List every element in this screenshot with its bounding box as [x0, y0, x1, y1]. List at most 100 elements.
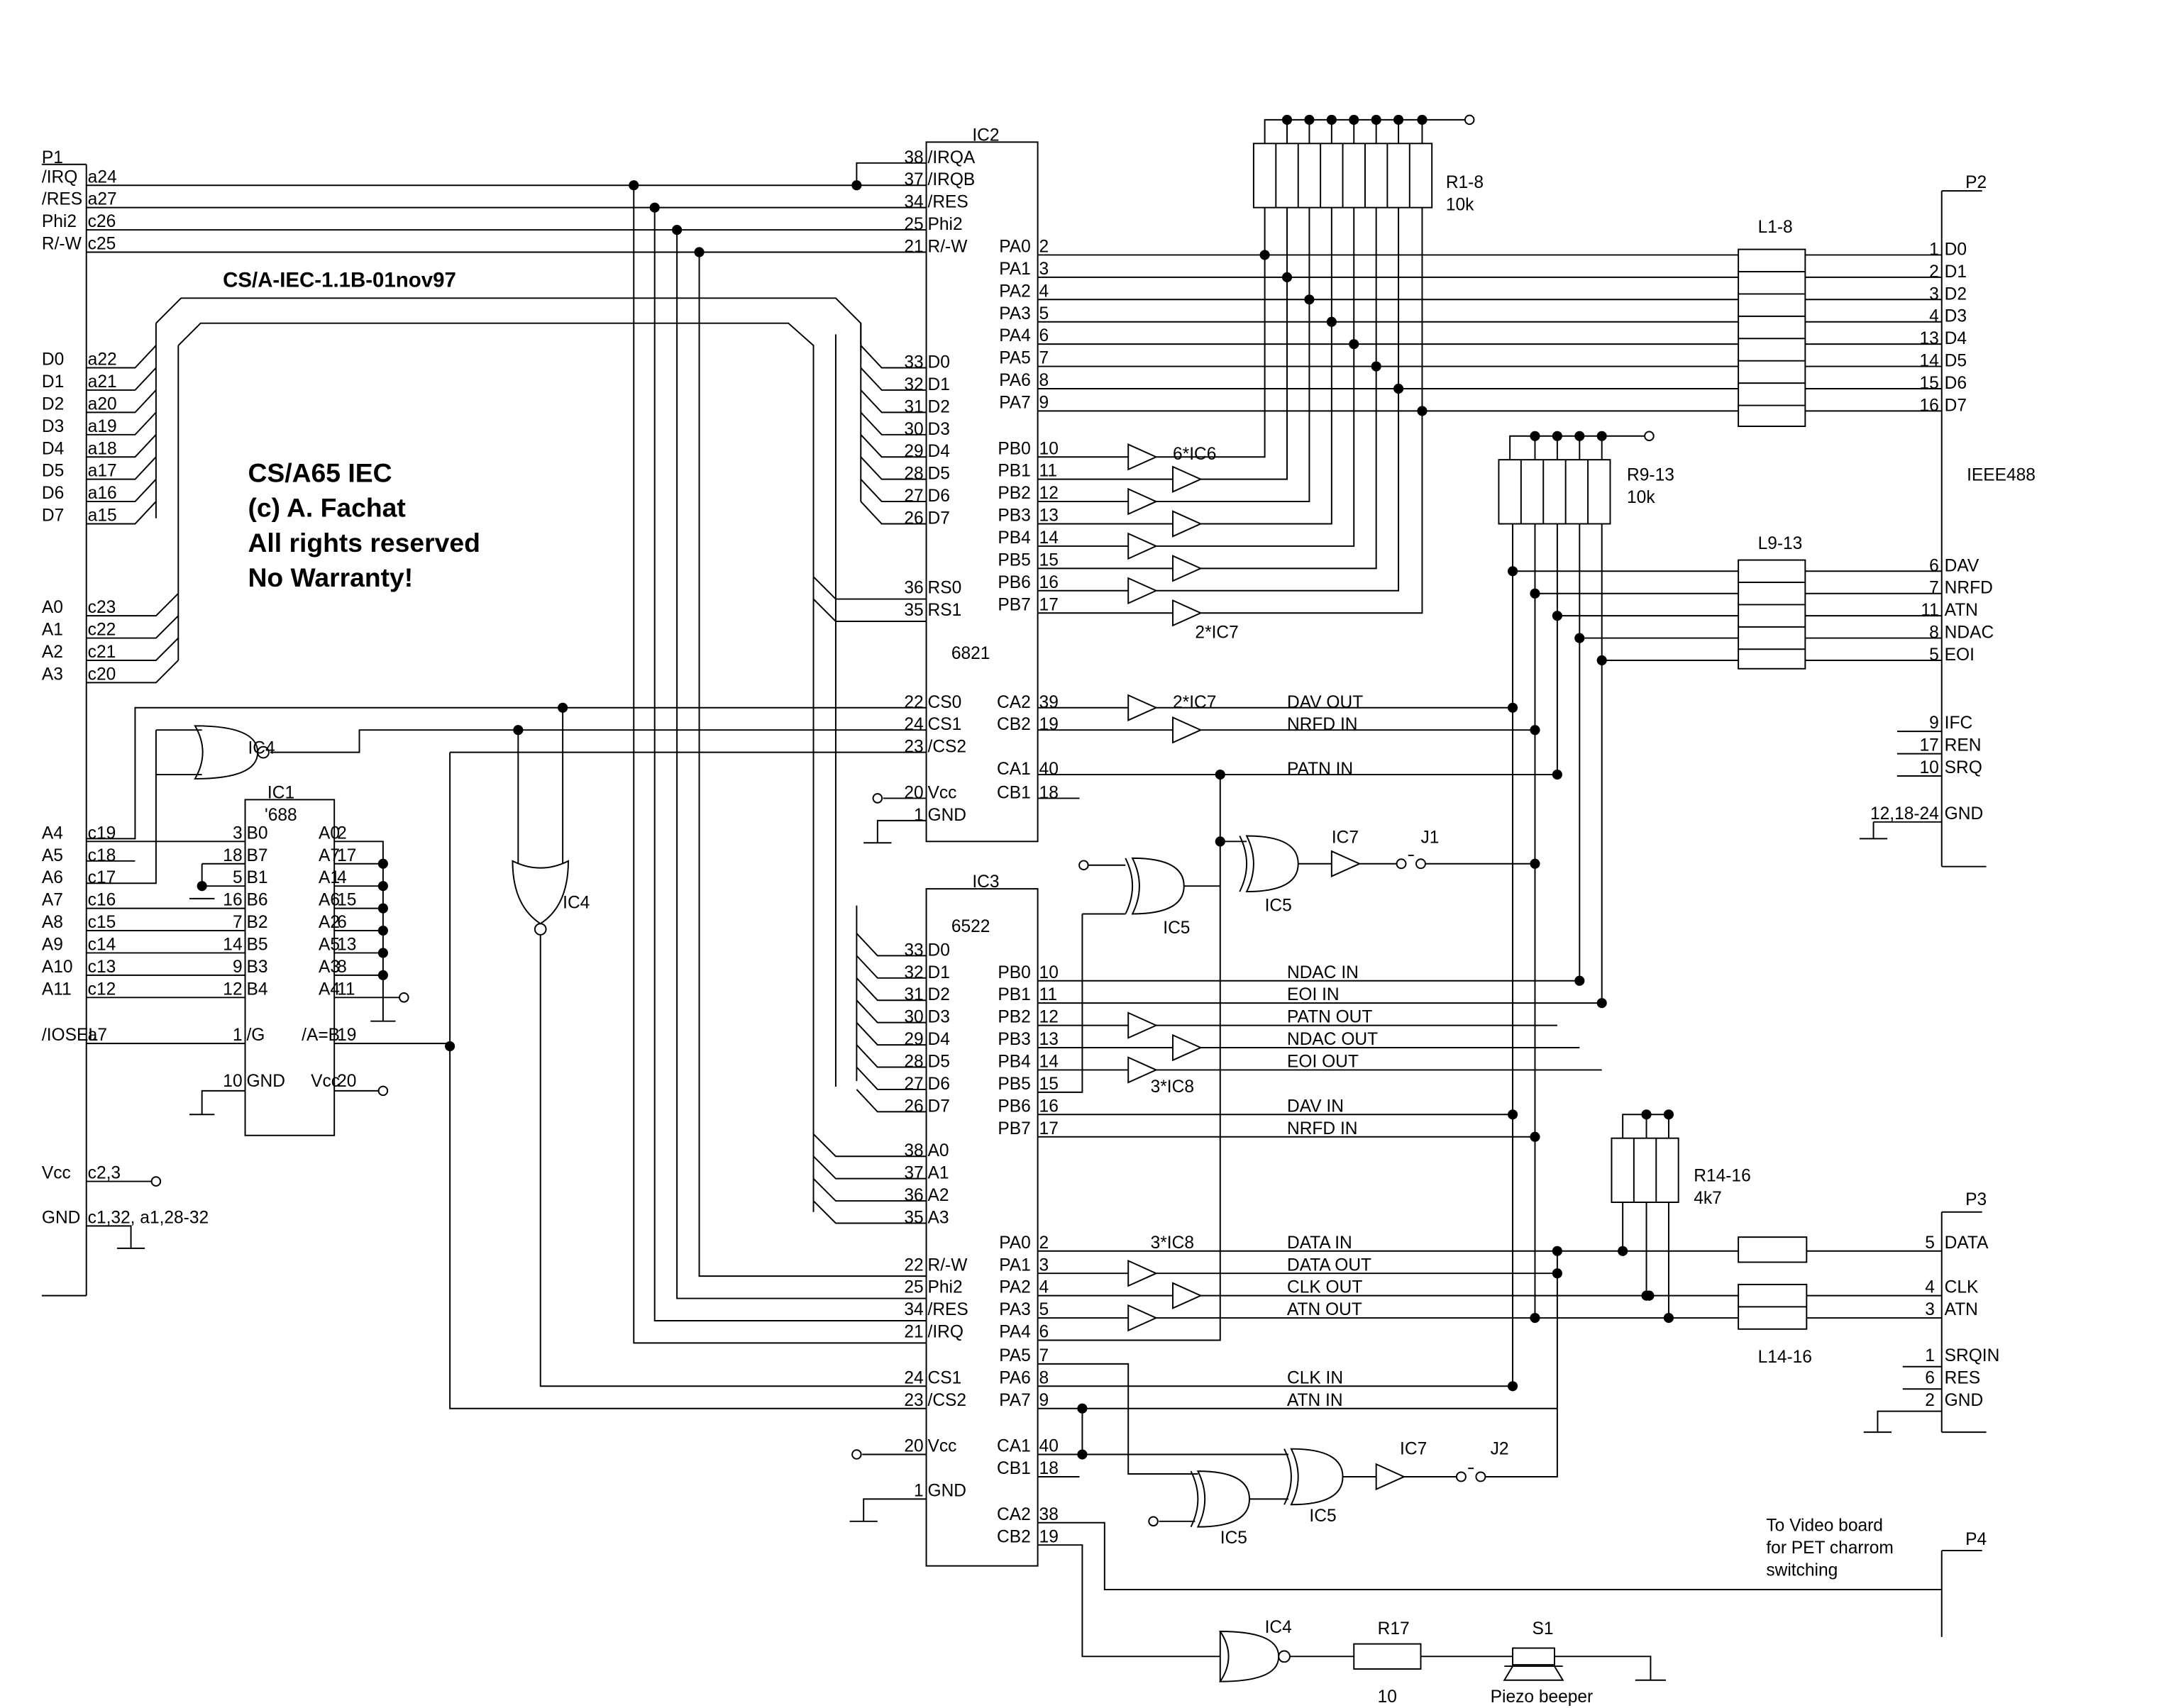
pin-number: 17 [1039, 595, 1059, 614]
pin-name: Vcc [928, 783, 957, 802]
junction-dot [1641, 1109, 1652, 1120]
ic3-data-tap [856, 933, 927, 957]
a4-to-cs0 [86, 706, 927, 840]
pin-number: 36 [904, 579, 923, 598]
pin-name: Phi2 [928, 215, 963, 234]
p1-pin-label: a16 [88, 484, 117, 503]
r9-13-pack [1498, 459, 1611, 525]
pin-name: A5 [319, 936, 340, 955]
terminal-circle [1455, 1471, 1467, 1482]
pin-name: B1 [246, 868, 267, 887]
pin-name: PA4 [999, 326, 1031, 345]
p1-pin-label: a24 [88, 167, 117, 187]
p4-note: switching [1766, 1560, 1838, 1580]
p2-pin-sig: DAV [1945, 556, 1979, 575]
p1-signal-label: Phi2 [42, 212, 77, 231]
data-bus-tap [86, 367, 157, 391]
pin-number: 38 [1039, 1505, 1059, 1524]
pin-number: 19 [1039, 715, 1059, 734]
pin-number: 20 [904, 783, 923, 802]
p1-pin-label: c19 [88, 824, 116, 843]
net-label: NRFD IN [1287, 715, 1357, 734]
p1-signal-label: A5 [42, 846, 63, 865]
junction-dot [445, 1041, 455, 1052]
pin-number: 10 [1039, 439, 1059, 458]
pb-pullup [1200, 207, 1332, 525]
p1-signal-label: D4 [42, 439, 64, 458]
ic2-data-tap [860, 434, 927, 458]
junction-dot [377, 881, 388, 892]
pin-number: 14 [1039, 1053, 1059, 1072]
r1-8-value: 10k [1446, 196, 1474, 215]
ic5-label: IC5 [1163, 919, 1190, 938]
xor-gate-icon [1290, 1448, 1344, 1506]
pin-name: D1 [928, 963, 950, 982]
pin-number: 12 [1039, 1008, 1059, 1027]
pin-name: A0 [928, 1141, 949, 1160]
terminal-circle [851, 1449, 862, 1460]
pin-number: 5 [233, 868, 243, 887]
ca2-to-p4 [1037, 1521, 1942, 1591]
p1-pin-label: a22 [88, 350, 117, 370]
pb-pullup [1156, 207, 1355, 547]
wire [1037, 914, 1083, 1093]
p1-signal-label: /IRQ [42, 167, 77, 187]
address-bus-tap [86, 660, 179, 684]
p2-pin-num: 6 [1929, 556, 1939, 575]
pin-number: 12 [223, 980, 242, 999]
ic3-data-tap [856, 1021, 927, 1046]
pin-number: 14 [1039, 528, 1059, 548]
parts [194, 141, 1808, 1682]
pin-number: 8 [1039, 371, 1049, 390]
ic3-box [925, 888, 1039, 1567]
pin-name: D5 [928, 1053, 950, 1072]
p2-pin-num: 2 [1929, 262, 1939, 282]
pin-number: 31 [904, 397, 923, 416]
pin-name: D2 [928, 985, 950, 1004]
ic4-nor-gate-icon [194, 725, 259, 780]
pin-name: B5 [246, 936, 267, 955]
pin-number: 27 [904, 1075, 923, 1094]
s1-ref: S1 [1533, 1619, 1554, 1638]
p1-signal-label: A8 [42, 913, 63, 932]
p1-signal-label: A0 [42, 598, 63, 617]
ic3-ref: IC3 [972, 872, 999, 892]
p2-pin-num: 16 [1920, 396, 1939, 415]
address-bus-tap [86, 637, 179, 661]
p1-ref: P1 [42, 148, 63, 167]
junction-dot [377, 948, 388, 958]
xor-gate-back-curve [1190, 1470, 1199, 1528]
buffer-gate-icon [1172, 716, 1203, 744]
ic7-ca-label: 2*IC7 [1173, 693, 1216, 712]
p2-pin-sig: NRFD [1945, 579, 1993, 598]
data-bus-tap [86, 389, 157, 414]
ic6-label: 6*IC6 [1173, 445, 1216, 464]
pin-name: /RES [928, 1300, 968, 1319]
pin-name: CA1 [997, 1437, 1031, 1456]
ic3-data-tap [856, 1089, 927, 1113]
pb-pullup [1200, 207, 1288, 480]
p2-pin-sig: D2 [1945, 284, 1967, 304]
address-bus [177, 322, 815, 1212]
ic3-address-tap [812, 1200, 927, 1224]
junction-dot [377, 903, 388, 914]
pin-number: 38 [904, 1141, 923, 1160]
pin-name: D4 [928, 442, 950, 461]
pin-name: B3 [246, 958, 267, 977]
p2-pin-num: 4 [1929, 307, 1939, 326]
p2-pin-num: 14 [1920, 352, 1939, 371]
l1-8-pack [1738, 248, 1806, 427]
pin-number: 3 [233, 824, 243, 843]
junction-dot [649, 202, 660, 213]
r14-16-ref: R14-16 [1694, 1167, 1750, 1186]
junction-dot [1530, 725, 1540, 736]
p1-pin-label: a7 [88, 1026, 107, 1045]
pin-number: 14 [223, 936, 242, 955]
pin-number: 21 [904, 1323, 923, 1342]
junction-dot [1417, 114, 1428, 125]
j2-label: J2 [1491, 1440, 1509, 1459]
ic3-data-tap [856, 1044, 927, 1068]
p2-pin-sig: D0 [1945, 240, 1967, 259]
j1-label: J1 [1420, 828, 1439, 847]
p1-signal-label: D6 [42, 484, 64, 503]
